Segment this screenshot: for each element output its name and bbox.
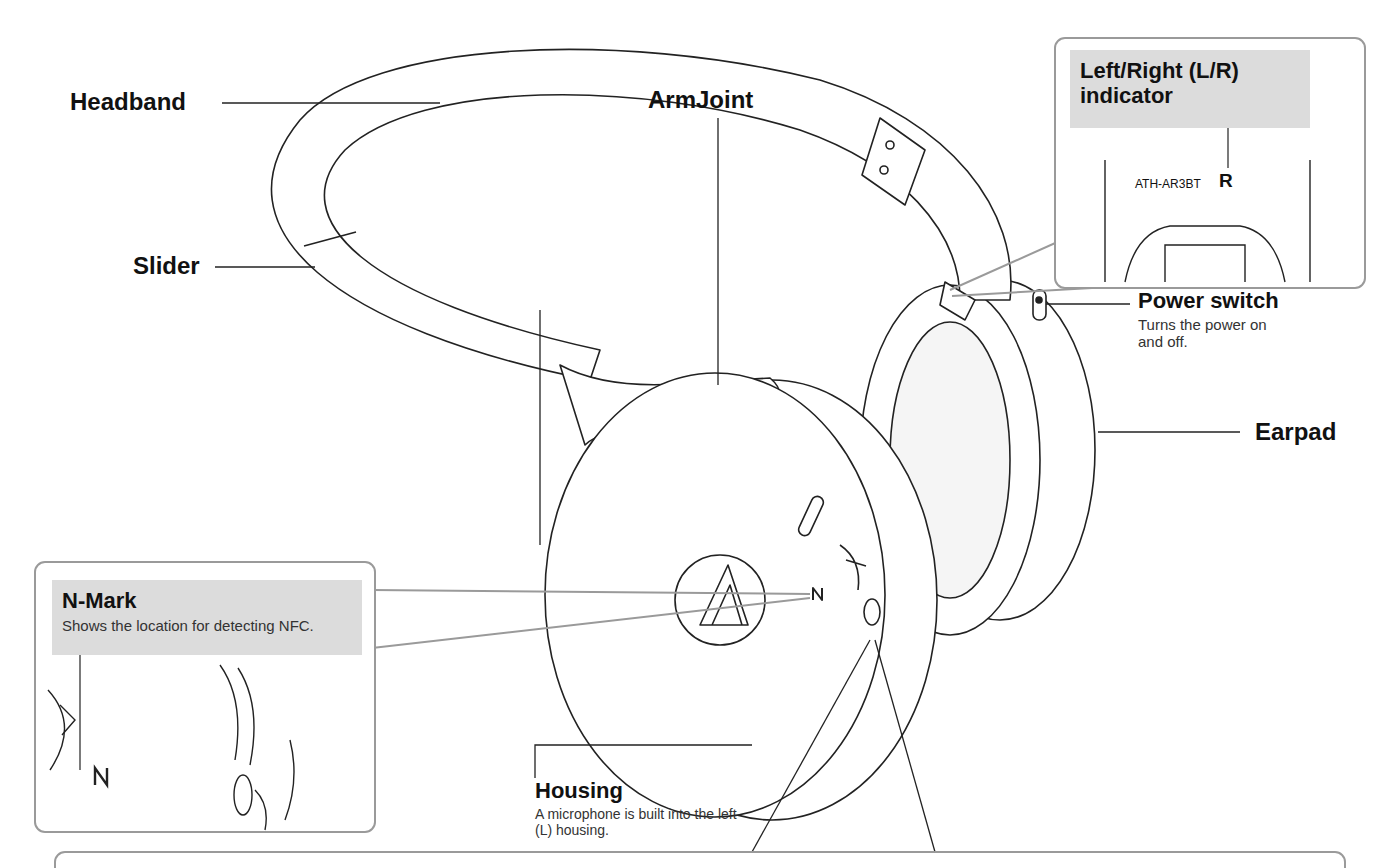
leader-line xyxy=(215,266,315,267)
lr-callout xyxy=(1055,38,1365,288)
inset-n-symbol xyxy=(95,768,107,785)
callout-description: Shows the location for detecting NFC. xyxy=(62,617,352,635)
inset-mic-hole xyxy=(234,775,252,815)
bottom-callout xyxy=(55,852,1345,868)
inset-housing-edge xyxy=(255,740,294,830)
headband-hinge xyxy=(862,118,925,205)
inset-logo xyxy=(60,705,75,735)
part-label: ArmJoint xyxy=(648,86,778,114)
lr-mark: R xyxy=(1219,170,1243,192)
part-label: Power switch xyxy=(1138,288,1338,313)
leader-line xyxy=(535,745,752,778)
part-label: Slider xyxy=(133,252,223,280)
inset-switch xyxy=(220,665,254,765)
control-switch xyxy=(840,545,866,590)
left-housing xyxy=(545,373,885,817)
inset-logo-arc xyxy=(48,690,65,770)
mic-hole xyxy=(864,599,880,625)
leader-line xyxy=(717,118,718,385)
hinge-screw xyxy=(880,166,888,174)
n-mark-symbol xyxy=(813,588,822,600)
leader-line xyxy=(539,310,540,545)
hinge-screw xyxy=(886,141,894,149)
leader-line xyxy=(79,655,80,770)
sync-button xyxy=(797,494,826,537)
leader-line xyxy=(752,640,870,852)
callout-title: Left/Right (L/R) indicator xyxy=(1080,58,1300,109)
n-mark-callout xyxy=(35,562,375,832)
leader-line xyxy=(1227,128,1228,168)
part-description: A microphone is built into the left (L) … xyxy=(535,806,750,838)
leader-line xyxy=(875,640,935,852)
leader-line xyxy=(1046,303,1130,304)
callout-pointer xyxy=(950,240,1062,290)
inset-hinge-body xyxy=(1165,245,1245,282)
leader-line xyxy=(222,102,440,103)
logo-circle xyxy=(675,555,765,645)
inset-band-edge xyxy=(1104,160,1105,282)
model-name: ATH-AR3BT xyxy=(1135,178,1225,192)
logo-mark xyxy=(700,565,748,625)
part-label: Earpad xyxy=(1255,418,1365,446)
callout-heading-box: N-MarkShows the location for detecting N… xyxy=(52,580,362,655)
part-label: Headband xyxy=(70,88,220,116)
leader-line xyxy=(1098,431,1240,432)
part-label: Housing xyxy=(535,778,685,803)
power-switch xyxy=(1033,290,1046,320)
callout-pointer xyxy=(372,598,810,648)
inset-hinge xyxy=(1125,226,1285,282)
part-description: Turns the power on and off. xyxy=(1138,316,1288,351)
switch-knob xyxy=(1036,297,1042,303)
headband xyxy=(271,49,1010,380)
slider-seam xyxy=(304,232,356,246)
inset-band-edge xyxy=(1309,160,1310,282)
callout-heading-box: Left/Right (L/R) indicator xyxy=(1070,50,1310,128)
callout-title: N-Mark xyxy=(62,588,352,613)
callout-pointer xyxy=(372,590,810,594)
